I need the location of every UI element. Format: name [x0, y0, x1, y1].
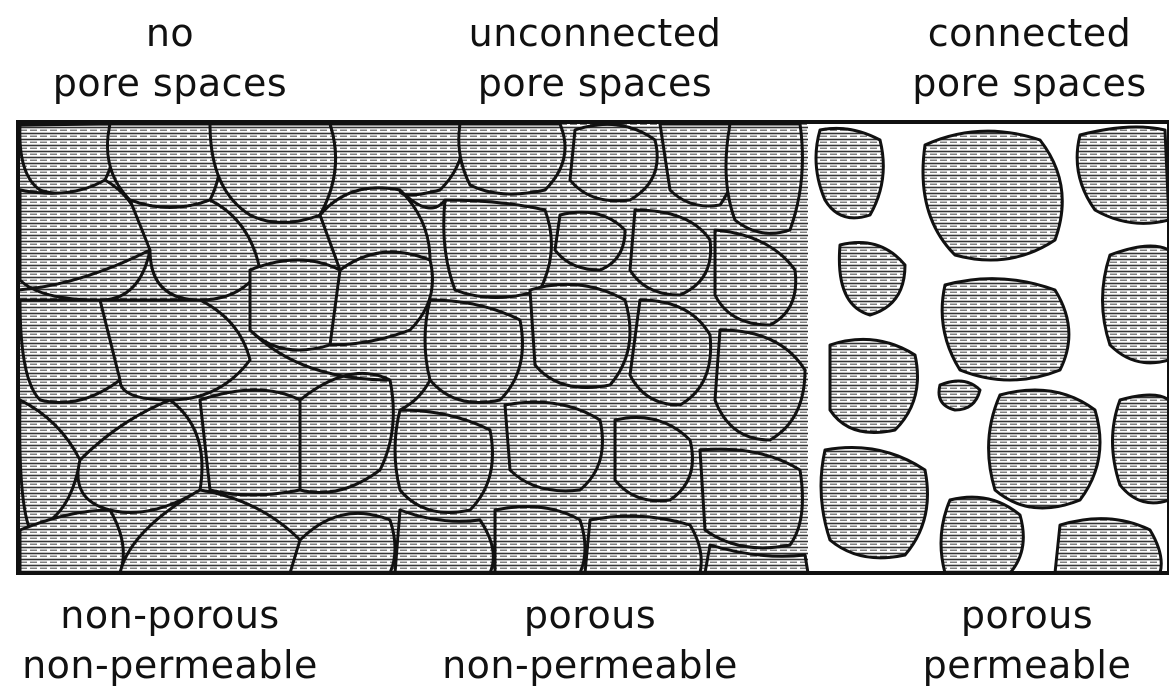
grain: [555, 212, 625, 270]
grain: [495, 507, 585, 573]
grain: [1055, 519, 1161, 573]
label-non-porous-non-permeable: non-porous non-permeable: [0, 590, 340, 690]
label-porous-permeable: porous permeable: [885, 590, 1169, 690]
grain: [585, 516, 701, 573]
grain: [942, 279, 1069, 380]
grain: [821, 448, 928, 558]
grain: [941, 497, 1023, 573]
grain: [989, 390, 1100, 508]
label-line: porous: [885, 590, 1169, 640]
grain: [530, 284, 630, 387]
label-line: non-porous: [0, 590, 340, 640]
grain: [395, 410, 493, 513]
grain: [1113, 395, 1169, 503]
label-line: non-permeable: [0, 640, 340, 690]
grain: [425, 300, 523, 403]
label-line: porous: [420, 590, 760, 640]
grain: [923, 131, 1062, 260]
label-line: non-permeable: [420, 640, 760, 690]
label-line: permeable: [885, 640, 1169, 690]
sediment-panel: [18, 122, 1169, 573]
grain: [700, 449, 802, 548]
grain: [830, 339, 918, 432]
grain: [459, 124, 565, 194]
grain: [1103, 246, 1169, 363]
grain: [570, 124, 657, 200]
grain: [726, 124, 802, 233]
grain: [505, 402, 603, 491]
grain: [395, 510, 493, 573]
grain: [200, 390, 310, 495]
grain: [444, 200, 552, 298]
label-porous-non-permeable: porous non-permeable: [420, 590, 760, 690]
